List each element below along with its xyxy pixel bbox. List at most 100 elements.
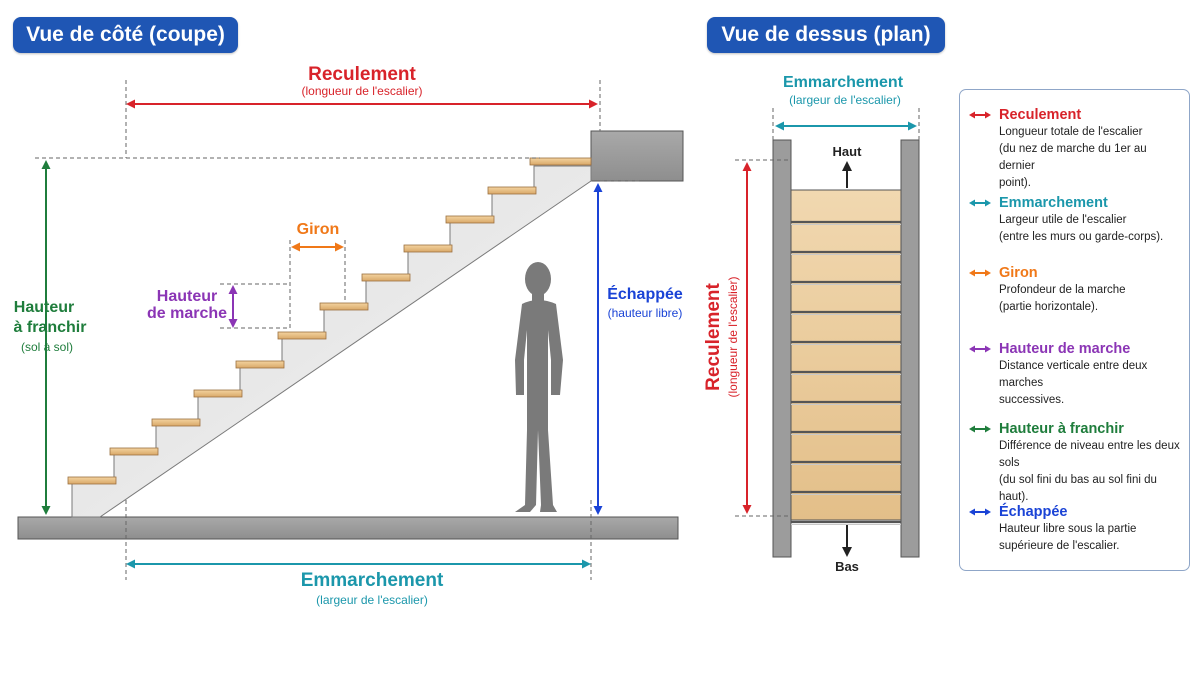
legend-description-line: Profondeur de la marche [999,284,1126,296]
side-view-title-badge: Vue de côté (coupe) [13,17,238,53]
plan-tread-lines [791,220,901,525]
legend-description-line: Longueur totale de l'escalier [999,126,1143,138]
stair-tread [529,157,592,166]
legend-item-header: Emmarchement [969,194,1183,212]
legend-description-line: point). [999,177,1031,189]
hauteur-marche-label-1: Hauteur [157,288,217,305]
side-reculement-arrow [126,99,598,109]
echappee-label: Échappée [607,284,683,303]
legend-item-description: Profondeur de la marche (partie horizonta… [999,282,1183,316]
top-emmarchement-label: Emmarchement [783,74,904,91]
bas-label: Bas [835,559,859,574]
legend-description-line: Hauteur libre sous la partie [999,523,1137,535]
top-emmarchement-arrow [775,121,917,131]
top-reculement-arrow [742,162,752,514]
legend-item-header: Hauteur à franchir [969,420,1183,438]
echappee-sub: (hauteur libre) [608,306,683,320]
left-wall [772,139,792,558]
legend-item-title: Giron [999,265,1038,281]
hauteur-franchir-sub: (sol à sol) [21,340,73,354]
double-arrow-icon [969,111,991,119]
upper-floor-slab [590,130,684,182]
top-reculement-label: Reculement [703,282,724,390]
legend-item-header: Giron [969,264,1183,282]
ground-floor-slab [17,516,679,540]
side-emmarchement-label: Emmarchement [301,570,444,591]
legend-description-line: (du sol fini du bas au sol fini du haut)… [999,474,1157,503]
legend-item-header: Échappée [969,503,1183,521]
double-arrow-icon [969,199,991,207]
top-emmarchement-sub: (largeur de l'escalier) [789,93,901,107]
legend-item-description: Largeur utile de l'escalier (entre les mu… [999,212,1183,246]
stair-tread [151,418,201,427]
stair-tread [319,302,369,311]
legend-description-line: Différence de niveau entre les deux sols [999,440,1180,469]
hauteur-marche-arrow [228,285,238,328]
legend-item-title: Hauteur à franchir [999,421,1124,437]
stair-treads [67,157,592,485]
legend-description-line: Largeur utile de l'escalier [999,214,1127,226]
person-silhouette [515,262,563,512]
haut-label: Haut [833,144,863,159]
hauteur-marche-label-2: de marche [147,305,227,322]
double-arrow-icon [969,508,991,516]
legend-item-title: Emmarchement [999,195,1108,211]
side-emmarchement-sub: (largeur de l'escalier) [316,593,428,607]
stair-tread [235,360,285,369]
legend-description-line: successives. [999,394,1065,406]
legend-item-description: Distance verticale entre deux marches suc… [999,358,1183,409]
stair-tread [109,447,159,456]
legend-description-line: supérieure de l'escalier. [999,540,1120,552]
legend-description-line: Distance verticale entre deux marches [999,360,1148,389]
legend-item-title: Hauteur de marche [999,341,1131,357]
top-dashed-guides [735,108,920,517]
stair-stringer [71,165,592,518]
side-dimension-arrows [41,99,603,569]
legend-item-header: Hauteur de marche [969,340,1183,358]
side-emmarchement-arrow [126,559,591,569]
double-arrow-icon [969,425,991,433]
stair-plan-area [790,189,902,521]
top-view-title-badge: Vue de dessus (plan) [707,17,945,53]
legend-description-line: (du nez de marche du 1er au dernier [999,143,1147,172]
legend-item-description: Longueur totale de l'escalier (du nez de … [999,124,1183,192]
top-dimension-arrows [742,121,917,557]
stair-tread [361,273,411,282]
double-arrow-icon [969,345,991,353]
stair-tread [403,244,453,253]
stair-tread [487,186,537,195]
legend-description-line: (entre les murs ou garde-corps). [999,231,1164,243]
side-dashed-guides [35,80,640,580]
giron-label: Giron [297,221,340,238]
legend-item-title: Reculement [999,107,1082,123]
legend-item-header: Reculement [969,106,1183,124]
echappee-arrow [593,183,603,515]
stair-tread [277,331,327,340]
side-reculement-sub: (longueur de l'escalier) [301,84,422,98]
stair-tread [67,476,117,485]
up-arrow [842,161,852,188]
legend-item-title: Échappée [999,504,1068,520]
stair-tread [193,389,243,398]
down-arrow [842,525,852,557]
stair-tread [445,215,495,224]
double-arrow-icon [969,269,991,277]
hauteur-franchir-label-1: Hauteur [14,299,74,316]
legend-item-description: Différence de niveau entre les deux sols… [999,438,1183,506]
giron-arrow [291,242,344,252]
side-reculement-label: Reculement [308,64,416,85]
top-reculement-sub: (longueur de l'escalier) [726,276,740,397]
legend-description-line: (partie horizontale). [999,301,1099,313]
right-wall [900,139,920,558]
hauteur-franchir-label-2: à franchir [14,319,87,336]
legend-item-description: Hauteur libre sous la partie supérieure d… [999,521,1183,555]
hauteur-franchir-arrow [41,160,51,515]
